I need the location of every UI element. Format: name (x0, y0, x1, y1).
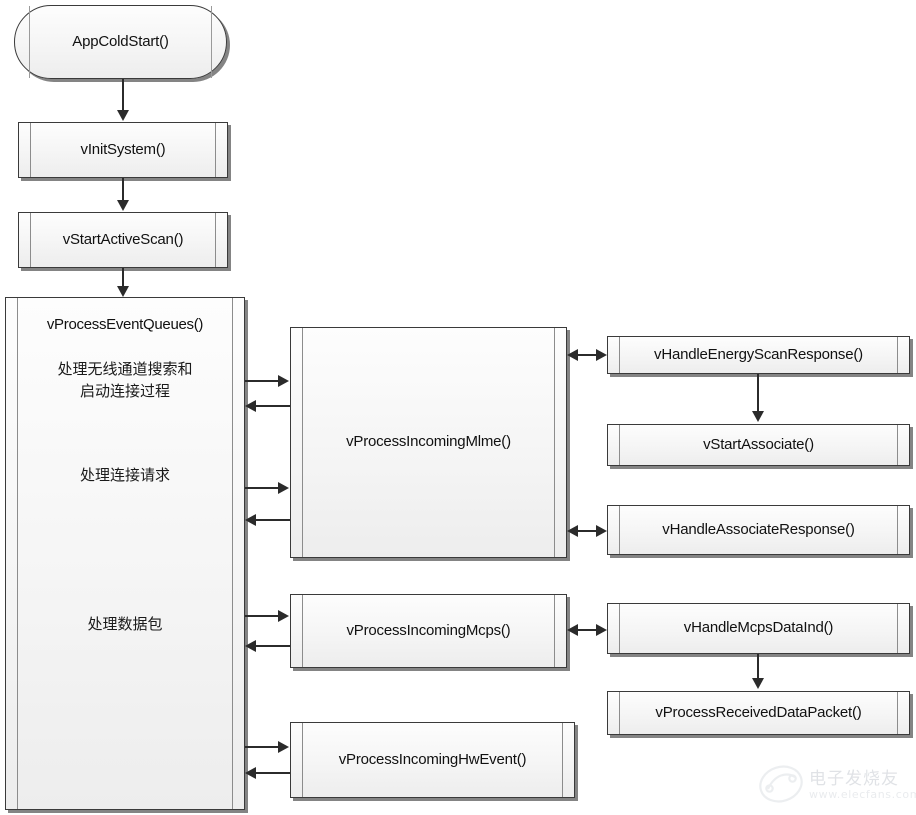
node-label: vProcessEventQueues() (46, 316, 204, 333)
edge-mlme-to-eventqueues-in-1 (256, 405, 290, 407)
watermark: 电子发烧友 www.elecfans.com (757, 762, 916, 810)
node-label: vHandleAssociateResponse() (662, 520, 855, 538)
node-label: vStartAssociate() (703, 435, 814, 453)
note-data-packet: 处理数据包 (87, 615, 163, 634)
edge-init-to-activescan (122, 178, 124, 201)
watermark-url: www.elecfans.com (809, 788, 916, 801)
node-v-process-incoming-mcps[interactable]: vProcessIncomingMcps() (290, 594, 567, 668)
arrowhead-right-mlme-2 (278, 481, 289, 494)
arrowhead-left-eventqueues-2 (245, 513, 256, 526)
edge-activescan-to-eventqueues (122, 268, 124, 288)
edge-eventqueues-to-mlme-out-1 (245, 380, 279, 382)
node-v-process-received-data-packet[interactable]: vProcessReceivedDataPacket() (607, 691, 910, 735)
edge-eventqueues-to-hwevent-out (245, 746, 279, 748)
arrowhead-left-eventqueues-1 (245, 399, 256, 412)
arrowhead-left-mlme-associateresponse (567, 524, 578, 537)
arrowhead-down-init (116, 110, 129, 121)
arrowhead-right-mcpsdataind (596, 623, 607, 636)
arrowhead-right-mlme-1 (278, 374, 289, 387)
arrowhead-right-associateresponse (596, 524, 607, 537)
node-label: AppColdStart() (72, 32, 169, 50)
node-label: vProcessIncomingHwEvent() (338, 750, 527, 768)
arrowhead-right-mcps (278, 609, 289, 622)
node-label: vProcessReceivedDataPacket() (655, 703, 862, 721)
edge-hwevent-to-eventqueues-in (256, 772, 290, 774)
elecfans-logo-icon (759, 765, 803, 803)
edge-mcpsdataind-to-receiveddatapacket (757, 654, 759, 679)
edge-eventqueues-to-mlme-out-2 (245, 487, 279, 489)
node-v-handle-mcps-data-ind[interactable]: vHandleMcpsDataInd() (607, 603, 910, 654)
node-label: vInitSystem() (80, 140, 166, 158)
node-v-start-active-scan[interactable]: vStartActiveScan() (18, 212, 228, 268)
arrowhead-left-eventqueues-3 (245, 639, 256, 652)
arrowhead-down-activescan (116, 200, 129, 211)
edge-mlme-associateresponse (578, 530, 600, 532)
node-v-process-incoming-mlme[interactable]: vProcessIncomingMlme() (290, 327, 567, 558)
arrowhead-right-hwevent (278, 740, 289, 753)
edge-eventqueues-to-mcps-out (245, 615, 279, 617)
edge-mcps-to-eventqueues-in (256, 645, 290, 647)
edge-mlme-energyscan (578, 354, 600, 356)
arrowhead-left-eventqueues-4 (245, 766, 256, 779)
node-label: vHandleMcpsDataInd() (683, 619, 834, 637)
node-label: vHandleEnergyScanResponse() (654, 345, 863, 363)
node-v-init-system[interactable]: vInitSystem() (18, 122, 228, 178)
node-v-start-associate[interactable]: vStartAssociate() (607, 424, 910, 466)
watermark-text: 电子发烧友 (809, 769, 899, 789)
arrowhead-left-mlme-energyscan (567, 348, 578, 361)
edge-mcps-mcpsdataind (578, 629, 600, 631)
node-label: vProcessIncomingMlme() (346, 433, 511, 451)
node-label: vProcessIncomingMcps() (346, 621, 511, 639)
edge-energyscan-to-startassociate (757, 374, 759, 412)
node-app-cold-start[interactable]: AppColdStart() (14, 5, 227, 79)
node-v-process-event-queues[interactable]: vProcessEventQueues() 处理无线通道搜索和 启动连接过程 处… (5, 297, 245, 810)
arrowhead-left-mcps-mcpsdataind (567, 623, 578, 636)
arrowhead-down-eventqueues (116, 286, 129, 297)
note-scan-and-join: 处理无线通道搜索和 启动连接过程 (57, 360, 193, 400)
edge-mlme-to-eventqueues-in-2 (256, 519, 290, 521)
arrowhead-down-startassociate (751, 411, 764, 422)
arrowhead-down-receiveddatapacket (751, 678, 764, 689)
node-label: vStartActiveScan() (62, 230, 184, 248)
event-queues-content: vProcessEventQueues() 处理无线通道搜索和 启动连接过程 处… (6, 298, 244, 809)
arrowhead-right-energyscan (596, 348, 607, 361)
node-v-handle-associate-response[interactable]: vHandleAssociateResponse() (607, 505, 910, 555)
node-v-process-incoming-hw-event[interactable]: vProcessIncomingHwEvent() (290, 722, 575, 798)
edge-coldstart-to-init (122, 79, 124, 111)
node-v-handle-energy-scan-response[interactable]: vHandleEnergyScanResponse() (607, 336, 910, 374)
note-join-request: 处理连接请求 (79, 465, 170, 484)
